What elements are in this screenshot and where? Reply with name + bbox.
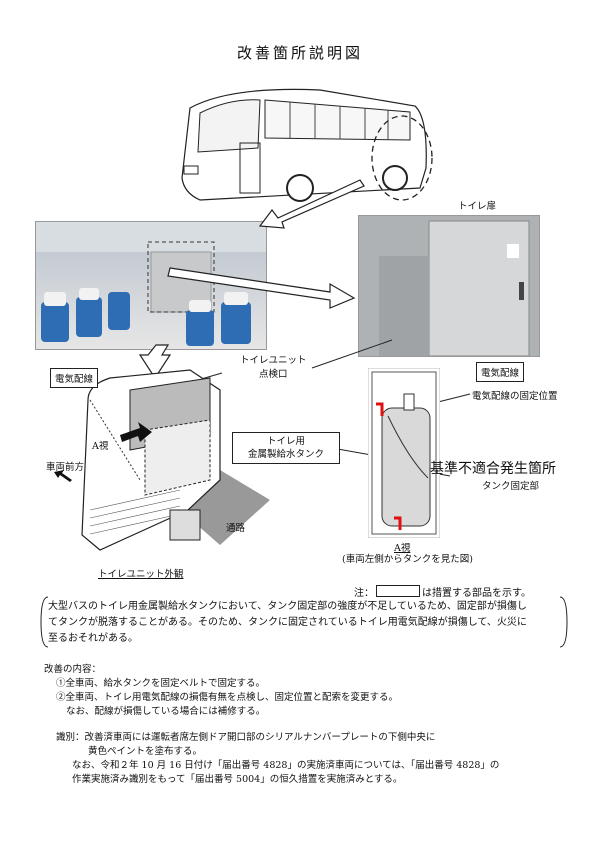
legend-suffix: は措置する部品を示す。 (422, 588, 531, 599)
identification-line-2: 黄色ペイントを塗布する。 (88, 746, 203, 757)
identification-line-1: 識別：改善済車両には運転者席左側ドア開口部のシリアルナンバープレートの下側中央に (56, 732, 436, 743)
summary-box: 大型バスのトイレ用金属製給水タンクにおいて、タンク固定部の強度が不足しているため… (40, 596, 568, 648)
passage-label: 通路 (226, 523, 246, 534)
improvement-item-1: ①全車両、給水タンクを固定ベルトで固定する。 (56, 678, 266, 689)
tank-fixing-label: タンク固定部 (482, 481, 540, 492)
identification-line-3: なお、令和２年 10 月 16 日付け「届出番号 4828」の実施済車両について… (72, 760, 500, 771)
view-a-detail-drawing (368, 368, 440, 538)
improvement-item-3: なお、配線が損傷している場合には補修する。 (66, 706, 266, 717)
legend-prefix: 注： (354, 588, 374, 599)
toilet-door-photo (358, 215, 540, 357)
view-a-label: A視 (92, 441, 109, 452)
improvement-heading: 改善の内容： (44, 664, 102, 675)
toilet-door-label: トイレ扉 (458, 201, 497, 212)
tank-callout: トイレ用 金属製給水タンク (232, 432, 340, 464)
legend-swatch (376, 585, 420, 597)
view-a-subcaption: (車両左側からタンクを見た図) (342, 554, 473, 565)
vehicle-front-arrow-icon (54, 470, 72, 482)
wiring-label-right: 電気配線 (476, 362, 525, 382)
bus-interior-photo (35, 221, 267, 350)
page-title: 改善箇所説明図 (236, 44, 363, 62)
vehicle-front-label: 車両前方 (46, 462, 85, 473)
unit-exterior-caption: トイレユニット外観 (98, 569, 184, 580)
inspection-port-label: トイレユニット 点検口 (240, 355, 307, 380)
identification-line-4: 作業実施済み識別をもって「届出番号 5004」の恒久措置を実施済みとする。 (72, 774, 403, 785)
legend: 注： は措置する部品を示す。 (354, 584, 531, 599)
summary-line-2: てタンクが脱落することがある。そのため、タンクに固定されているトイレ用電気配線が… (48, 617, 527, 628)
nonconforming-label: 基準不適合発生箇所 (430, 461, 556, 477)
view-a-caption: A視 (394, 543, 411, 554)
improvement-item-2: ②全車両、トイレ用電気配線の損傷有無を点検し、固定位置と配索を変更する。 (56, 692, 399, 703)
bus-illustration (181, 88, 433, 202)
toilet-unit-drawing (81, 369, 270, 551)
summary-line-3: 至るおそれがある。 (48, 633, 138, 644)
summary-line-1: 大型バスのトイレ用金属製給水タンクにおいて、タンク固定部の強度が不足しているため… (48, 601, 527, 612)
wiring-fix-position-label: 電気配線の固定位置 (472, 391, 558, 402)
wiring-label-left: 電気配線 (50, 368, 99, 388)
